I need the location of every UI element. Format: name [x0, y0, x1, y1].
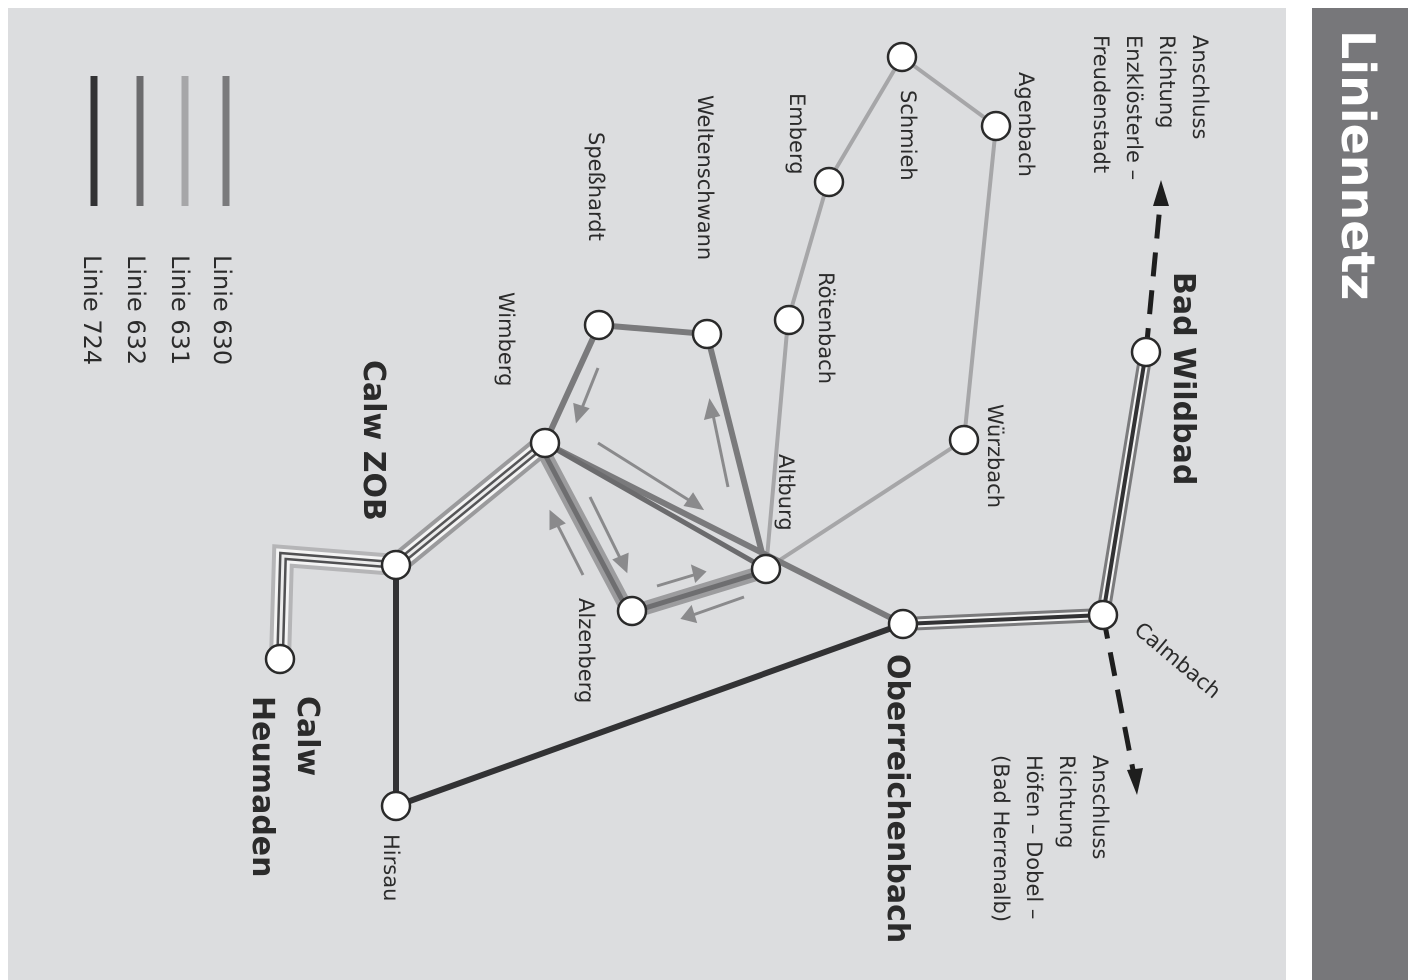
station-spesshardt[interactable] [583, 309, 615, 341]
label-calw-heumaden: Calw Heumaden [245, 696, 325, 878]
svg-text:Richtung: Richtung [1055, 755, 1079, 848]
legend-label-632: Linie 632 [122, 255, 150, 365]
svg-text:Freudenstadt: Freudenstadt [1089, 35, 1113, 173]
station-alzenberg[interactable] [616, 595, 648, 627]
label-agenbach: Agenbach [1014, 72, 1038, 177]
svg-text:Höfen – Dobel –: Höfen – Dobel – [1022, 755, 1046, 919]
direction-arrows [549, 367, 745, 624]
station-altburg[interactable] [750, 553, 782, 585]
label-spesshardt: Speßhardt [584, 132, 608, 241]
connection-south-text: Anschluss Richtung Höfen – Dobel – (Bad … [989, 755, 1112, 922]
station-bad-wildbad[interactable] [1130, 336, 1162, 368]
station-calmbach[interactable] [1087, 599, 1119, 631]
connection-north-text: Anschluss Richtung Enzklösterle – Freude… [1089, 35, 1212, 180]
label-oberreichenbach: Oberreichenbach [880, 654, 915, 943]
station-hirsau[interactable] [380, 790, 412, 822]
label-wuerzbach: Würzbach [983, 404, 1007, 508]
station-calw-zob[interactable] [380, 549, 412, 581]
svg-text:Richtung: Richtung [1155, 35, 1179, 128]
legend-label-724: Linie 724 [78, 255, 106, 365]
label-weltenschwann: Weltenschwann [693, 95, 717, 260]
arrow-south-icon [1127, 768, 1143, 795]
route-linie-630 [542, 321, 906, 627]
label-emberg: Emberg [785, 93, 809, 175]
station-emberg[interactable] [813, 166, 845, 198]
title-band [1312, 8, 1408, 980]
label-schmieh: Schmieh [896, 90, 920, 181]
station-weltenschwann[interactable] [691, 318, 723, 350]
label-alzenberg: Alzenberg [574, 598, 598, 703]
label-bad-wildbad: Bad Wildbad [1166, 272, 1201, 485]
station-wimberg[interactable] [529, 427, 561, 459]
label-altburg: Altburg [774, 454, 798, 531]
legend: Linie 630 Linie 631 Linie 632 Linie 724 [78, 76, 236, 365]
station-markers [264, 41, 1162, 822]
svg-text:(Bad Herrenalb): (Bad Herrenalb) [989, 755, 1013, 922]
station-calw-heumaden[interactable] [264, 643, 296, 675]
route-bundle-zob-heumaden [269, 544, 397, 661]
map-title: Liniennetz [1331, 30, 1385, 300]
svg-text:Heumaden: Heumaden [245, 696, 280, 878]
route-bundle-zob-wimberg [385, 432, 556, 576]
arrow-north-icon [1153, 180, 1169, 206]
station-schmieh[interactable] [886, 41, 918, 73]
label-calw-zob: Calw ZOB [356, 360, 391, 521]
label-hirsau: Hirsau [379, 834, 403, 901]
legend-label-630: Linie 630 [208, 255, 236, 365]
svg-text:Calw: Calw [290, 696, 325, 776]
station-oberreichenbach[interactable] [887, 608, 919, 640]
svg-text:Anschluss: Anschluss [1188, 35, 1212, 140]
station-agenbach[interactable] [980, 110, 1012, 142]
legend-label-631: Linie 631 [166, 255, 194, 365]
svg-text:Enzklösterle –: Enzklösterle – [1122, 35, 1146, 180]
station-roetenbach[interactable] [773, 304, 805, 336]
station-wuerzbach[interactable] [948, 424, 980, 456]
label-wimberg: Wimberg [494, 292, 518, 386]
label-roetenbach: Rötenbach [814, 272, 838, 384]
svg-text:Anschluss: Anschluss [1088, 755, 1112, 860]
connection-lines [1100, 204, 1163, 771]
